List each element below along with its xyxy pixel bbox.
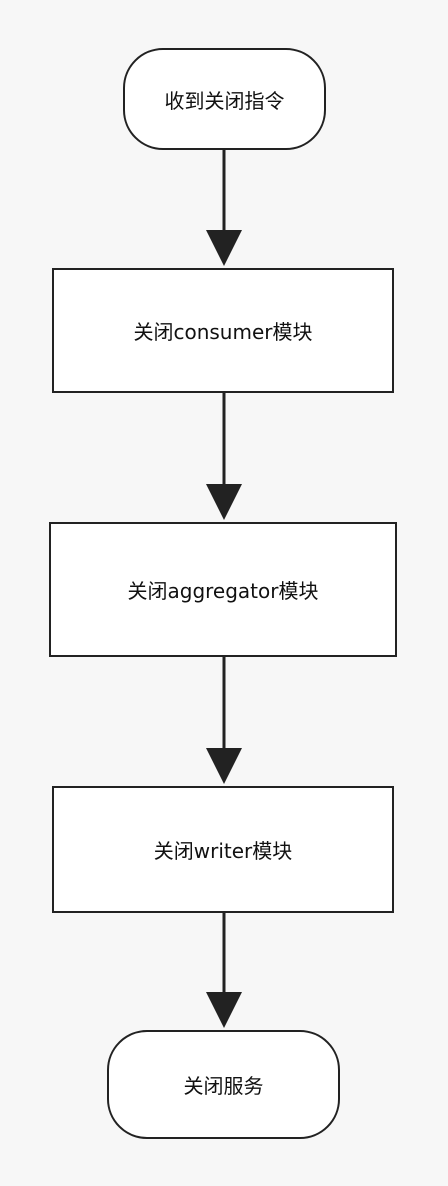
start-node: 收到关闭指令 [123,48,326,150]
process-node-consumer: 关闭consumer模块 [52,268,394,393]
start-node-label: 收到关闭指令 [164,88,285,113]
process-node-aggregator: 关闭aggregator模块 [49,522,397,657]
consumer-node-label: 关闭consumer模块 [133,320,313,344]
aggregator-node-label: 关闭aggregator模块 [127,579,319,603]
end-node: 关闭服务 [107,1030,340,1139]
process-node-writer: 关闭writer模块 [52,786,394,913]
writer-node-label: 关闭writer模块 [153,839,293,863]
end-node-label: 关闭服务 [183,1074,264,1098]
